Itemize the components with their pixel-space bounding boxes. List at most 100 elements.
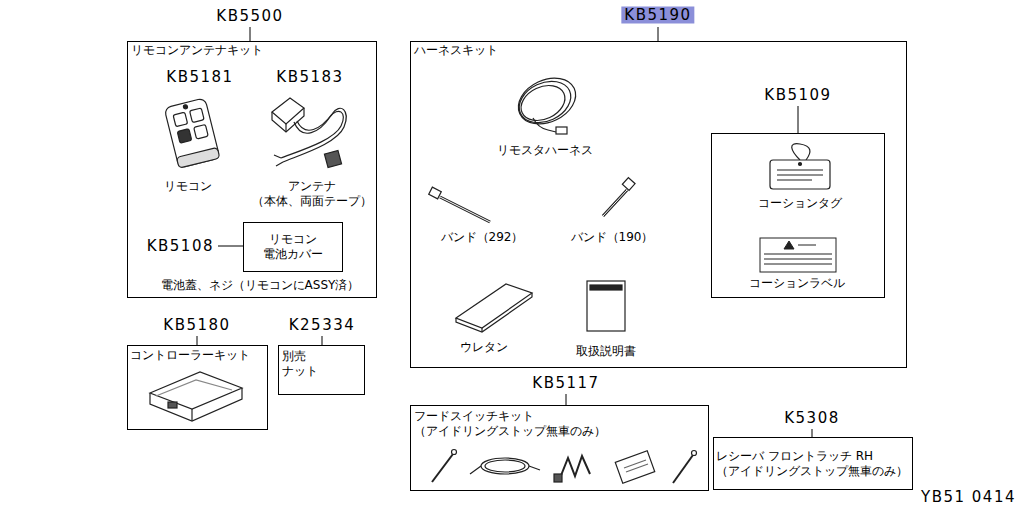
caution-tag-illustration [777, 179, 812, 180]
remote-illustration [177, 129, 192, 144]
hood-switch-kit-illustration [485, 460, 525, 472]
band-illustration [429, 187, 442, 199]
band-illustration [603, 190, 627, 216]
leader-line [812, 429, 813, 437]
figure-code: YB51 0414 [921, 489, 1016, 506]
kit-text: リモコンアンテナキット [131, 43, 263, 58]
hood-switch-kit-illustration [452, 450, 457, 455]
part-number: KB5181 [166, 69, 233, 86]
kit-text: リモコン 電池カバー [263, 232, 323, 262]
kit-box: KB5117フードスイッチキット （アイドリングストップ無車のみ） [410, 405, 709, 491]
kit-text: コーションタグ [758, 196, 842, 211]
text-line: 電池カバー [263, 247, 323, 262]
part-number: K5308 [784, 410, 840, 427]
remote-illustration [183, 104, 188, 109]
hood-switch-kit-illustration [624, 460, 648, 472]
text-line: （アイドリングストップ無車のみ） [414, 424, 606, 439]
part-number: KB5109 [764, 87, 831, 104]
part-name: アンテナ （本体、両面テープ） [252, 179, 372, 209]
text-line: 別売 [282, 349, 318, 364]
caution-tag-illustration [799, 163, 802, 166]
hood-switch-kit-illustration [615, 451, 654, 483]
caution-tag-illustration [770, 144, 830, 189]
controller-illustration [191, 409, 192, 421]
leader-line [322, 336, 323, 345]
hood-switch-kit-illustration [560, 456, 590, 478]
kit-text: コーションラベル [749, 276, 845, 291]
caution-tag-illustration [777, 169, 823, 170]
text-line: ナット [282, 364, 318, 379]
hood-switch-kit-illustration [470, 466, 540, 474]
part-name: リモコン [164, 179, 212, 194]
leader-line [197, 27, 812, 437]
harness-illustration [511, 69, 583, 132]
part-name: ウレタン [460, 340, 508, 355]
remote-illustration [190, 108, 205, 123]
caution-label-illustration [764, 259, 832, 260]
hood-switch-kit-illustration [673, 455, 693, 483]
caution-tag-illustration [770, 160, 830, 189]
band-illustration [603, 190, 627, 216]
harness-illustration [556, 127, 567, 134]
part-number: KB5180 [163, 317, 230, 334]
antenna-illustration [324, 150, 341, 167]
part-number: KB5183 [276, 69, 343, 86]
antenna-illustration [272, 98, 346, 168]
band-illustration [440, 197, 490, 222]
part-number: KB5108 [147, 238, 214, 255]
leader-line [250, 27, 251, 41]
antenna-illustration [272, 108, 304, 132]
part-number: KB5117 [532, 375, 599, 392]
band-illustration [440, 197, 490, 222]
part-name: 取扱説明書 [576, 344, 636, 359]
kit-box: KB5180コントローラーキット [127, 345, 268, 430]
hood-switch-kit-illustration [432, 450, 697, 484]
kit-text: コントローラーキット [130, 348, 250, 363]
text-line: （本体、両面テープ） [252, 194, 372, 209]
caution-label-illustration [784, 241, 794, 249]
caution-label-illustration [760, 238, 836, 272]
controller-illustration [168, 402, 177, 408]
antenna-illustration [274, 155, 283, 166]
kit-box: KB5108リモコン 電池カバー [243, 222, 343, 272]
part-name: バンド（292） [441, 230, 524, 245]
text-line: リモコン [263, 232, 323, 247]
caution-label-illustration [764, 264, 832, 265]
part-name: リモスタハーネス [497, 143, 593, 158]
kit-text: フードスイッチキット （アイドリングストップ無車のみ） [414, 409, 606, 439]
kit-text: ハーネスキット [414, 43, 498, 58]
kit-text: 別売 ナット [282, 349, 318, 379]
harness-illustration [511, 69, 583, 134]
hood-switch-kit-illustration [481, 458, 529, 474]
manual-illustration [587, 281, 625, 331]
part-number: KB5500 [216, 8, 283, 25]
kit-box: KB5109コーションタグコーションラベル [711, 133, 885, 298]
remote-illustration [194, 125, 209, 140]
harness-illustration [533, 118, 556, 132]
caution-tag-illustration [792, 144, 810, 160]
caution-label-illustration [798, 245, 816, 246]
text-line: アンテナ [252, 179, 372, 194]
manual-illustration [590, 285, 622, 290]
urethane-illustration [456, 284, 532, 332]
kit-box: KB5190ハーネスキットKB5109コーションタグコーションラベル [410, 41, 907, 368]
remote-illustration [173, 112, 188, 127]
kit-box: K5308レシーバ フロントラッチ RH （アイドリングストップ無車のみ） [713, 437, 913, 490]
hood-switch-kit-illustration [692, 451, 697, 456]
text-line: フードスイッチキット [414, 409, 606, 424]
urethane-illustration [481, 328, 482, 332]
manual-illustration [587, 281, 625, 331]
caution-label-illustration [764, 254, 832, 255]
controller-illustration [150, 372, 242, 409]
kit-box: K25334別売 ナット [278, 345, 365, 395]
caution-tag-illustration [777, 174, 823, 175]
part-number: KB5190 [621, 7, 694, 24]
part-name: バンド（190） [571, 230, 654, 245]
leader-line [566, 394, 567, 405]
kit-text: 電池蓋、ネジ（リモコンにASSY済） [161, 278, 360, 293]
text-line: （アイドリングストップ無車のみ） [716, 464, 908, 479]
part-number: K25334 [289, 317, 356, 334]
band-illustration [622, 178, 635, 191]
